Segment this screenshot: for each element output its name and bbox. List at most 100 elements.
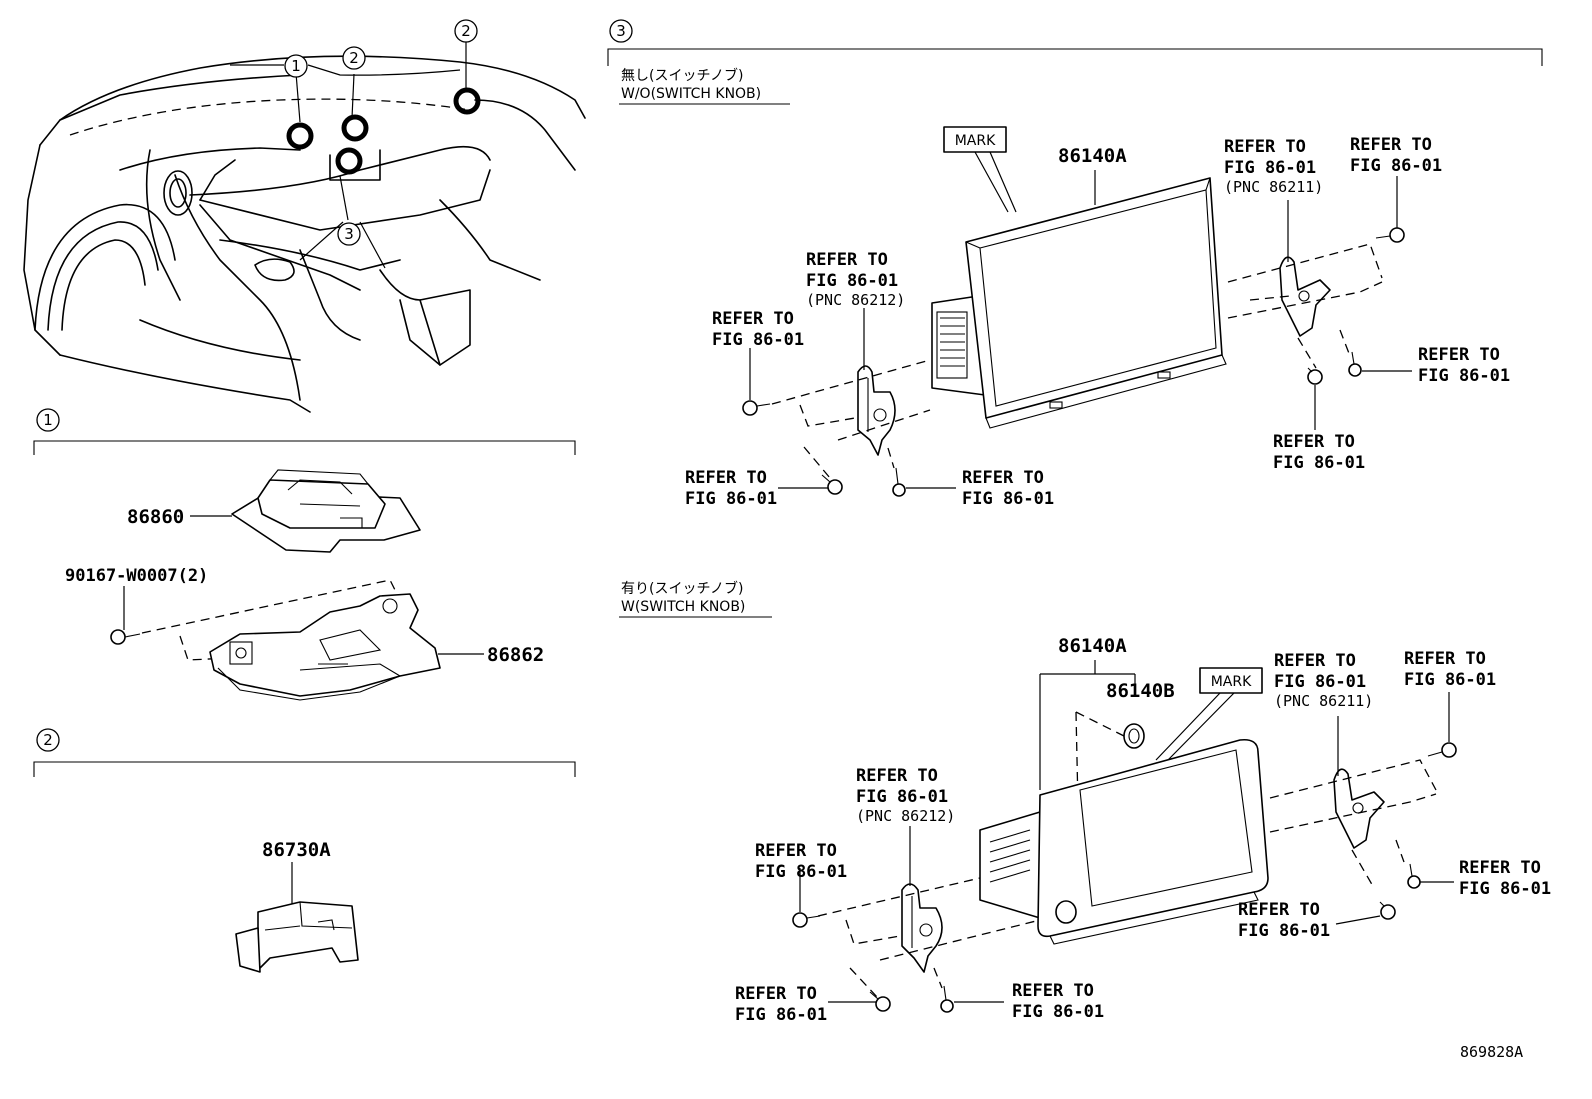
variant-with-knob: 有り(スイッチノブ) W(SWITCH KNOB) 86140A 86140B … (619, 580, 1551, 1025)
screw-bc-bottom (940, 985, 954, 1013)
screw-tr-top (1375, 227, 1405, 243)
section-1-bracket (33, 440, 576, 455)
screw-bl-bottom (869, 991, 891, 1012)
section-1-callout: 1 (36, 408, 60, 432)
mark-label-top: MARK (955, 133, 996, 149)
variant-wo-knob-en-label: W/O(SWITCH KNOB) (621, 86, 761, 102)
refer-label-screw-rr-top: REFER TO FIG 86-01 (1418, 345, 1510, 386)
bracket-86212-bottom (901, 883, 943, 973)
svg-text:FIG 86-01: FIG 86-01 (1418, 366, 1510, 386)
bolt-90167-drawing (110, 629, 141, 645)
svg-text:REFER TO: REFER TO (1224, 137, 1306, 157)
svg-text:REFER TO: REFER TO (1238, 900, 1320, 920)
bracket-86862-drawing (209, 593, 441, 701)
svg-text:FIG 86-01: FIG 86-01 (755, 862, 847, 882)
refer-label-screw-tr-bottom: REFER TO FIG 86-01 (1404, 649, 1496, 690)
refer-label-screw-rr-bottom: REFER TO FIG 86-01 (1459, 858, 1551, 899)
mark-label-bottom: MARK (1211, 674, 1252, 690)
part-86862-label: 86862 (487, 644, 544, 666)
overview-callout-2a: 2 (342, 46, 366, 70)
refer-label-screw-left-top: REFER TO FIG 86-01 (712, 309, 804, 350)
screw-tr-bottom (1427, 742, 1457, 758)
overview-callout-3: 3 (337, 222, 361, 246)
svg-text:1: 1 (43, 411, 53, 429)
svg-text:REFER TO: REFER TO (962, 468, 1044, 488)
svg-text:REFER TO: REFER TO (1274, 651, 1356, 671)
svg-text:REFER TO: REFER TO (1012, 981, 1094, 1001)
svg-text:REFER TO: REFER TO (712, 309, 794, 329)
screw-bl-top (821, 474, 843, 495)
svg-text:2: 2 (349, 49, 359, 67)
refer-label-screw-rc-top: REFER TO FIG 86-01 (1273, 432, 1365, 473)
refer-label-screw-tr-top: REFER TO FIG 86-01 (1350, 135, 1442, 176)
svg-text:REFER TO: REFER TO (856, 766, 938, 786)
refer-label-screw-bc-bottom: REFER TO FIG 86-01 (1012, 981, 1104, 1022)
variant-without-knob: 無し(スイッチノブ) W/O(SWITCH KNOB) MARK 86140A (619, 67, 1510, 509)
svg-text:3: 3 (344, 225, 354, 243)
refer-label-bracket-right-bottom: REFER TO FIG 86-01 (PNC 86211) (1274, 651, 1373, 710)
svg-text:FIG 86-01: FIG 86-01 (712, 330, 804, 350)
svg-text:FIG 86-01: FIG 86-01 (1404, 670, 1496, 690)
svg-text:FIG 86-01: FIG 86-01 (1273, 453, 1365, 473)
part-86860-label: 86860 (127, 506, 184, 528)
svg-text:REFER TO: REFER TO (685, 468, 767, 488)
svg-text:REFER TO: REFER TO (1418, 345, 1500, 365)
part-86730A-label: 86730A (262, 839, 331, 861)
section-3: 3 無し(スイッチノブ) W/O(SWITCH KNOB) MARK 86140… (607, 19, 1551, 1025)
section-2-callout: 2 (36, 728, 60, 752)
refer-label-screw-left-bottom: REFER TO FIG 86-01 (755, 841, 847, 882)
svg-text:FIG 86-01: FIG 86-01 (856, 787, 948, 807)
display-86140A-drawing-bottom (979, 738, 1269, 945)
variant-w-knob-en-label: W(SWITCH KNOB) (621, 599, 745, 615)
svg-text:2: 2 (461, 22, 471, 40)
svg-text:FIG 86-01: FIG 86-01 (685, 489, 777, 509)
svg-text:REFER TO: REFER TO (755, 841, 837, 861)
svg-text:REFER TO: REFER TO (735, 984, 817, 1004)
refer-label-bracket-left-bottom: REFER TO FIG 86-01 (PNC 86212) (856, 766, 955, 825)
part-90167-label: 90167-W0007(2) (65, 566, 208, 586)
illustration-id: 869828A (1460, 1043, 1523, 1061)
screw-bc-top (892, 467, 906, 497)
overview-callout-1: 1 (284, 54, 308, 78)
display-86140A-label-top: 86140A (1058, 145, 1127, 167)
display-86140A-drawing-top (931, 177, 1227, 429)
variant-wo-knob-jp-label: 無し(スイッチノブ) (621, 67, 744, 84)
bracket-86212-top (857, 365, 896, 456)
refer-label-screw-bl-bottom: REFER TO FIG 86-01 (735, 984, 827, 1025)
screw-left-bottom (792, 912, 821, 928)
refer-label-bracket-right-top: REFER TO FIG 86-01 (PNC 86211) (1224, 137, 1323, 196)
mark-box-bottom (1199, 667, 1263, 694)
section-2-bracket (33, 761, 576, 777)
refer-label-bracket-left-top: REFER TO FIG 86-01 (PNC 86212) (806, 250, 905, 309)
svg-text:FIG 86-01: FIG 86-01 (1224, 158, 1316, 178)
svg-text:1: 1 (291, 57, 301, 75)
svg-text:(PNC 86211): (PNC 86211) (1224, 178, 1323, 196)
screw-rr-top (1348, 351, 1362, 377)
refer-label-screw-bl-top: REFER TO FIG 86-01 (685, 468, 777, 509)
svg-text:REFER TO: REFER TO (806, 250, 888, 270)
variant-w-knob-jp-label: 有り(スイッチノブ) (621, 580, 744, 597)
svg-text:FIG 86-01: FIG 86-01 (1459, 879, 1551, 899)
svg-text:FIG 86-01: FIG 86-01 (1012, 1002, 1104, 1022)
section-2: 2 86730A (33, 728, 576, 973)
section-3-bracket (607, 48, 1543, 66)
screw-rc-top (1307, 367, 1323, 385)
knob-86140B-drawing (1123, 723, 1145, 749)
screw-left-top (742, 400, 771, 416)
knob-86140B-label: 86140B (1106, 680, 1175, 702)
screw-rc-bottom (1379, 901, 1396, 920)
section-3-callout: 3 (609, 19, 633, 43)
svg-text:3: 3 (616, 22, 626, 40)
svg-text:(PNC 86212): (PNC 86212) (856, 807, 955, 825)
screw-rr-bottom (1407, 863, 1421, 889)
svg-text:FIG 86-01: FIG 86-01 (962, 489, 1054, 509)
vehicle-interior-illustration: 1 2 2 3 (23, 19, 586, 413)
svg-text:(PNC 86212): (PNC 86212) (806, 291, 905, 309)
component-86730A-drawing (235, 901, 359, 973)
svg-text:FIG 86-01: FIG 86-01 (1274, 672, 1366, 692)
svg-text:FIG 86-01: FIG 86-01 (1350, 156, 1442, 176)
module-86860-drawing (231, 469, 421, 553)
svg-text:FIG 86-01: FIG 86-01 (806, 271, 898, 291)
bracket-86211-top (1279, 256, 1331, 337)
